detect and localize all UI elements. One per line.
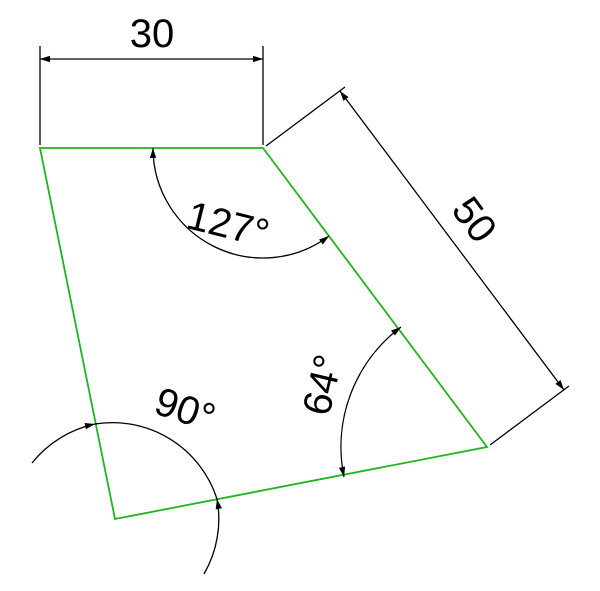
angle-arc-90 bbox=[31, 422, 96, 464]
top-length-dimension: 30 bbox=[39, 12, 264, 145]
top-angle-dimension: 127° bbox=[149, 147, 330, 259]
angle-arc-90-tail bbox=[203, 498, 222, 575]
dimension-text-30: 30 bbox=[130, 12, 175, 56]
right-angle-dimension: 64° bbox=[295, 326, 402, 478]
angle-text-64: 64° bbox=[295, 351, 351, 420]
angle-arc-90-main bbox=[94, 421, 218, 500]
bottom-left-angle-dimension: 90° bbox=[31, 379, 222, 575]
angle-arc-64 bbox=[338, 326, 402, 478]
quadrilateral-outline bbox=[38, 147, 489, 521]
dimension-line-slant bbox=[339, 90, 565, 391]
angle-text-127: 127° bbox=[183, 194, 274, 257]
angle-arc-127 bbox=[149, 147, 330, 259]
angle-text-90: 90° bbox=[149, 379, 221, 440]
extension-line-lower bbox=[489, 385, 570, 446]
extension-line-upper bbox=[265, 86, 346, 147]
